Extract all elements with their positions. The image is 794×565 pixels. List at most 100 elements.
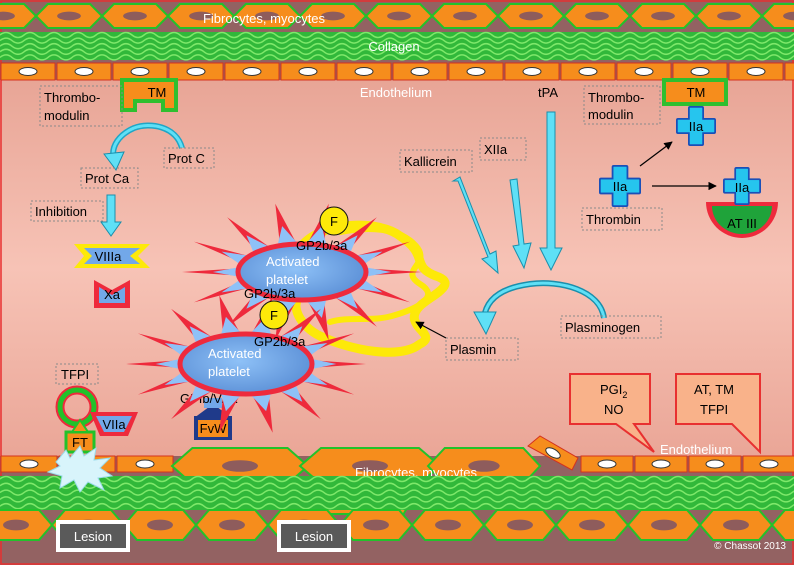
platelet-body — [235, 241, 369, 303]
collagen-fiber — [0, 502, 794, 510]
endothelial-nucleus — [135, 459, 155, 469]
tfpi-box — [55, 363, 99, 385]
endothelial-nucleus — [759, 459, 779, 469]
endothelial-nucleus — [19, 459, 39, 469]
lesion-box-2 — [281, 524, 347, 548]
callout-at-tm-tfpi — [675, 373, 761, 455]
callout1-line1: PGI2 — [600, 382, 627, 400]
fibrocyte-nucleus — [219, 519, 245, 531]
gp2b3a-label-b: GP2b/3a — [244, 286, 296, 301]
endothelial-nucleus — [522, 67, 542, 76]
collagen-fiber — [0, 48, 794, 56]
thrombomodulin-right-line1: Thrombo- — [588, 90, 644, 105]
collagen-band-top — [0, 31, 794, 61]
kallicrein-label: Kallicrein — [404, 154, 457, 169]
platelet-receptor — [306, 226, 327, 246]
fibrocyte-nucleus — [363, 519, 389, 531]
fibrocyte-nucleus — [0, 11, 15, 21]
iia-right-label: IIa — [735, 180, 750, 195]
thrombomodulin-left-box — [39, 85, 123, 127]
inhibition-box — [30, 200, 104, 222]
fibrocyte-nucleus — [519, 11, 543, 21]
platelet-body — [177, 331, 315, 397]
xiia-arrow — [509, 178, 532, 270]
fibrocyte-nucleus — [783, 11, 794, 21]
endothelial-nucleus — [130, 67, 150, 76]
fibrocyte-nucleus — [255, 11, 279, 21]
prot-ca-box — [80, 167, 139, 189]
platelet-receptor — [220, 316, 242, 336]
prot-c-activation-arrow — [111, 124, 184, 161]
activated-platelet-lower — [126, 295, 366, 433]
callout2-line1: AT, TM — [694, 382, 734, 397]
fibrocyte-nucleus — [147, 519, 173, 531]
fibrocyte-nucleus — [507, 519, 533, 531]
fibrocytes-top-label: Fibrocytes, myocytes — [203, 11, 326, 26]
tm-label-left: TM — [148, 85, 167, 100]
thrombomodulin-right-line2: modulin — [588, 107, 634, 122]
xiia-box — [479, 137, 527, 161]
fibrocyte-row-top — [0, 3, 794, 29]
iia-cross — [724, 168, 760, 204]
plasminogen-label: Plasminogen — [565, 320, 640, 335]
viia-shape — [96, 416, 132, 432]
thrombomodulin-right-box — [583, 85, 661, 125]
platelet-receptor — [250, 392, 272, 412]
iia-cross — [600, 166, 640, 206]
endothelium-row-top — [0, 62, 794, 81]
prot-ca-label: Prot Ca — [85, 171, 130, 186]
exposed-fibrocyte-nucleus — [222, 460, 258, 472]
gpib-receptor — [204, 398, 222, 408]
viia-label: VIIa — [102, 417, 126, 432]
copyright: © Chassot 2013 — [714, 541, 786, 552]
inhibition-arrow — [100, 194, 122, 237]
fibrocyte-nucleus — [189, 11, 213, 21]
fibrocyte-nucleus — [585, 11, 609, 21]
kallicrein-box — [399, 149, 473, 173]
fibrocyte-nucleus — [723, 519, 749, 531]
xa-shape — [99, 287, 125, 303]
fibrocyte-nucleus — [123, 11, 147, 21]
fibrocyte-nucleus — [651, 11, 675, 21]
collagen-fiber — [0, 42, 794, 50]
plasmin-label: Plasmin — [450, 342, 496, 357]
thrombin-label: Thrombin — [586, 212, 641, 227]
iia-to-tm-arrow — [639, 141, 673, 167]
tm-receptor-left — [120, 78, 178, 112]
platelet-upper-line1: Activated — [266, 254, 319, 269]
fibrocyte-nucleus — [321, 11, 345, 21]
lesion-box-1 — [60, 524, 126, 548]
fibrin-strand-2 — [327, 225, 431, 325]
endothelial-nucleus — [690, 67, 710, 76]
xiia-label: XIIa — [484, 142, 508, 157]
fibrocyte-nucleus — [717, 11, 741, 21]
fibrocyte-nucleus — [57, 11, 81, 21]
thrombin-box — [581, 207, 663, 231]
exposed-fibrocyte-nucleus — [352, 460, 388, 472]
prot-c-box — [163, 147, 215, 169]
inhibition-label: Inhibition — [35, 204, 87, 219]
collagen-fiber — [0, 496, 794, 503]
platelet-receptor — [212, 267, 238, 277]
platelet-receptor — [312, 359, 337, 369]
endothelial-nucleus — [466, 67, 486, 76]
iia-mid-label: IIa — [613, 179, 628, 194]
iia-bound-at3 — [723, 167, 761, 205]
endothelial-nucleus — [634, 67, 654, 76]
fibrocyte-nucleus — [435, 519, 461, 531]
prot-c-label: Prot C — [168, 151, 205, 166]
xa-label: Xa — [104, 287, 121, 302]
collagen-fiber — [0, 54, 794, 61]
endothelial-cell — [784, 62, 794, 81]
callout-pgi2-no — [569, 373, 655, 453]
fibrocyte-nucleus — [651, 519, 677, 531]
collagen-fiber — [0, 37, 794, 44]
thrombomodulin-left-line2: modulin — [44, 108, 90, 123]
viiia-label: VIIIa — [95, 249, 123, 264]
platelet-receptor — [277, 226, 298, 246]
endothelial-nucleus — [597, 459, 617, 469]
plasminogen-arrow — [482, 281, 606, 319]
gp2b3a-label-c: GP2b/3a — [254, 334, 306, 349]
